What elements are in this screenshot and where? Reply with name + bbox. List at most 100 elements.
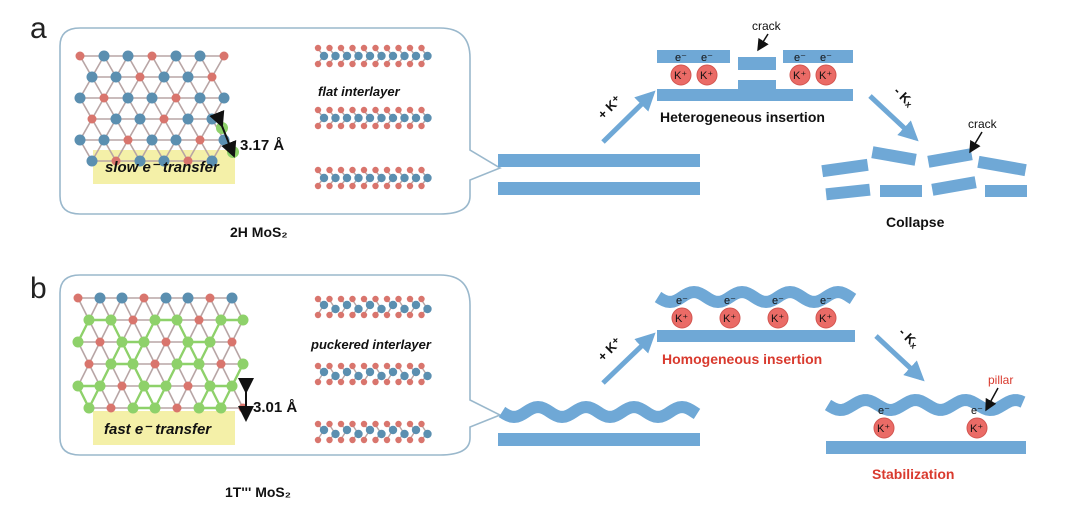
sulfur-atom bbox=[383, 166, 391, 174]
sulfur-atom bbox=[383, 122, 391, 130]
panel-a-side-view-stack bbox=[314, 44, 432, 190]
sulfur-atom bbox=[326, 362, 333, 370]
sulfur-atom bbox=[87, 114, 97, 124]
sulfur-atom bbox=[314, 295, 322, 303]
panel-b-lattice-distance: 3.01 Å bbox=[253, 399, 297, 416]
molybdenum-atom bbox=[83, 402, 95, 414]
sulfur-atom bbox=[383, 378, 391, 386]
panel-b-side-view-stack bbox=[314, 295, 432, 444]
molybdenum-atom bbox=[158, 71, 170, 83]
molybdenum-atom bbox=[146, 134, 158, 146]
molybdenum-atom bbox=[342, 113, 352, 123]
ion-label: K⁺ bbox=[674, 70, 687, 82]
panel-a-callout-box bbox=[59, 27, 502, 215]
sulfur-atom bbox=[349, 420, 356, 428]
sulfur-atom bbox=[150, 359, 160, 369]
sulfur-atom bbox=[406, 60, 414, 68]
molybdenum-atom bbox=[72, 336, 84, 348]
sulfur-atom bbox=[337, 182, 345, 190]
molybdenum-atom bbox=[110, 71, 122, 83]
molybdenum-atom bbox=[423, 304, 432, 314]
molybdenum-atom bbox=[86, 71, 98, 83]
sulfur-atom bbox=[383, 311, 391, 319]
sulfur-atom bbox=[372, 436, 379, 444]
sulfur-atom bbox=[75, 51, 85, 61]
sulfur-atom bbox=[349, 436, 356, 444]
sulfur-atom bbox=[326, 420, 333, 428]
molybdenum-atom bbox=[365, 51, 375, 61]
sulfur-atom bbox=[395, 122, 402, 130]
molybdenum-atom bbox=[365, 367, 375, 377]
panel-b-homogeneous-wavy-layer bbox=[654, 285, 857, 309]
sulfur-atom bbox=[147, 51, 157, 61]
molybdenum-atom bbox=[331, 113, 340, 123]
molybdenum-atom bbox=[319, 51, 329, 61]
sulfur-atom bbox=[194, 315, 204, 325]
panel-a-insert-arrow bbox=[601, 90, 656, 144]
molybdenum-atom bbox=[319, 367, 329, 377]
sulfur-atom bbox=[337, 60, 345, 68]
panel-a-extract-arrow-label: - Kₓ bbox=[891, 84, 917, 110]
molybdenum-atom bbox=[365, 173, 375, 183]
molybdenum-atom bbox=[182, 292, 194, 304]
sulfur-atom bbox=[406, 295, 414, 303]
molybdenum-atom bbox=[354, 173, 363, 183]
molybdenum-atom bbox=[411, 51, 421, 61]
sulfur-atom bbox=[183, 156, 193, 166]
ion-label: K⁺ bbox=[675, 313, 688, 325]
sulfur-atom bbox=[128, 315, 138, 325]
molybdenum-atom bbox=[423, 173, 432, 183]
sulfur-atom bbox=[171, 93, 181, 103]
electron-label: e⁻ bbox=[675, 52, 687, 64]
panel-b-letter: b bbox=[30, 272, 47, 305]
electron-label: e⁻ bbox=[724, 295, 736, 307]
potassium-ion bbox=[873, 417, 895, 439]
panel-a-lattice bbox=[74, 50, 239, 167]
panel-a-letter: a bbox=[30, 12, 47, 45]
sulfur-atom bbox=[406, 166, 414, 174]
sulfur-atom bbox=[326, 166, 333, 174]
electron-label: e⁻ bbox=[878, 405, 890, 417]
ion-label: K⁺ bbox=[700, 70, 713, 82]
sulfur-atom bbox=[372, 60, 379, 68]
sulfur-atom bbox=[326, 295, 333, 303]
molybdenum-atom bbox=[400, 173, 409, 183]
molybdenum-atom bbox=[83, 314, 95, 326]
panel-a-lattice-distance: 3.17 Å bbox=[240, 137, 284, 154]
panel-b-result-label: Stabilization bbox=[872, 466, 954, 482]
panel-b-initial-wavy-layer bbox=[498, 400, 701, 424]
sulfur-atom bbox=[383, 106, 391, 114]
sulfur-atom bbox=[406, 436, 414, 444]
sulfur-atom bbox=[406, 420, 414, 428]
sulfur-atom bbox=[337, 311, 345, 319]
sulfur-atom bbox=[406, 106, 414, 114]
panel-b-pillar-label: pillar bbox=[988, 373, 1013, 387]
molybdenum-atom bbox=[110, 113, 122, 125]
sulfur-atom bbox=[314, 436, 322, 444]
molybdenum-atom bbox=[194, 50, 206, 62]
electron-label: e⁻ bbox=[971, 405, 983, 417]
panel-a-initial-layer-bottom bbox=[498, 182, 700, 195]
sulfur-atom bbox=[337, 436, 345, 444]
panel-b-stabilized-flat-layer bbox=[826, 441, 1026, 454]
molybdenum-atom bbox=[331, 429, 340, 439]
potassium-ion bbox=[719, 307, 741, 329]
molybdenum-atom bbox=[182, 71, 194, 83]
panel-a-initial-layer-top bbox=[498, 154, 700, 167]
sulfur-atom bbox=[372, 420, 379, 428]
sulfur-atom bbox=[395, 420, 402, 428]
molybdenum-atom bbox=[319, 173, 329, 183]
panel-a-insert-arrow-label: + K⁺ bbox=[595, 92, 625, 122]
panel-b-transfer-label: fast e⁻ transfer bbox=[104, 421, 212, 438]
sulfur-atom bbox=[383, 436, 391, 444]
molybdenum-atom bbox=[388, 300, 398, 310]
sulfur-atom bbox=[326, 311, 333, 319]
sulfur-atom bbox=[372, 311, 379, 319]
potassium-ion bbox=[696, 64, 718, 86]
molybdenum-atom bbox=[204, 336, 216, 348]
molybdenum-atom bbox=[193, 402, 205, 414]
panel-a-crack-label-top: crack bbox=[752, 19, 782, 33]
molybdenum-atom bbox=[193, 358, 205, 370]
